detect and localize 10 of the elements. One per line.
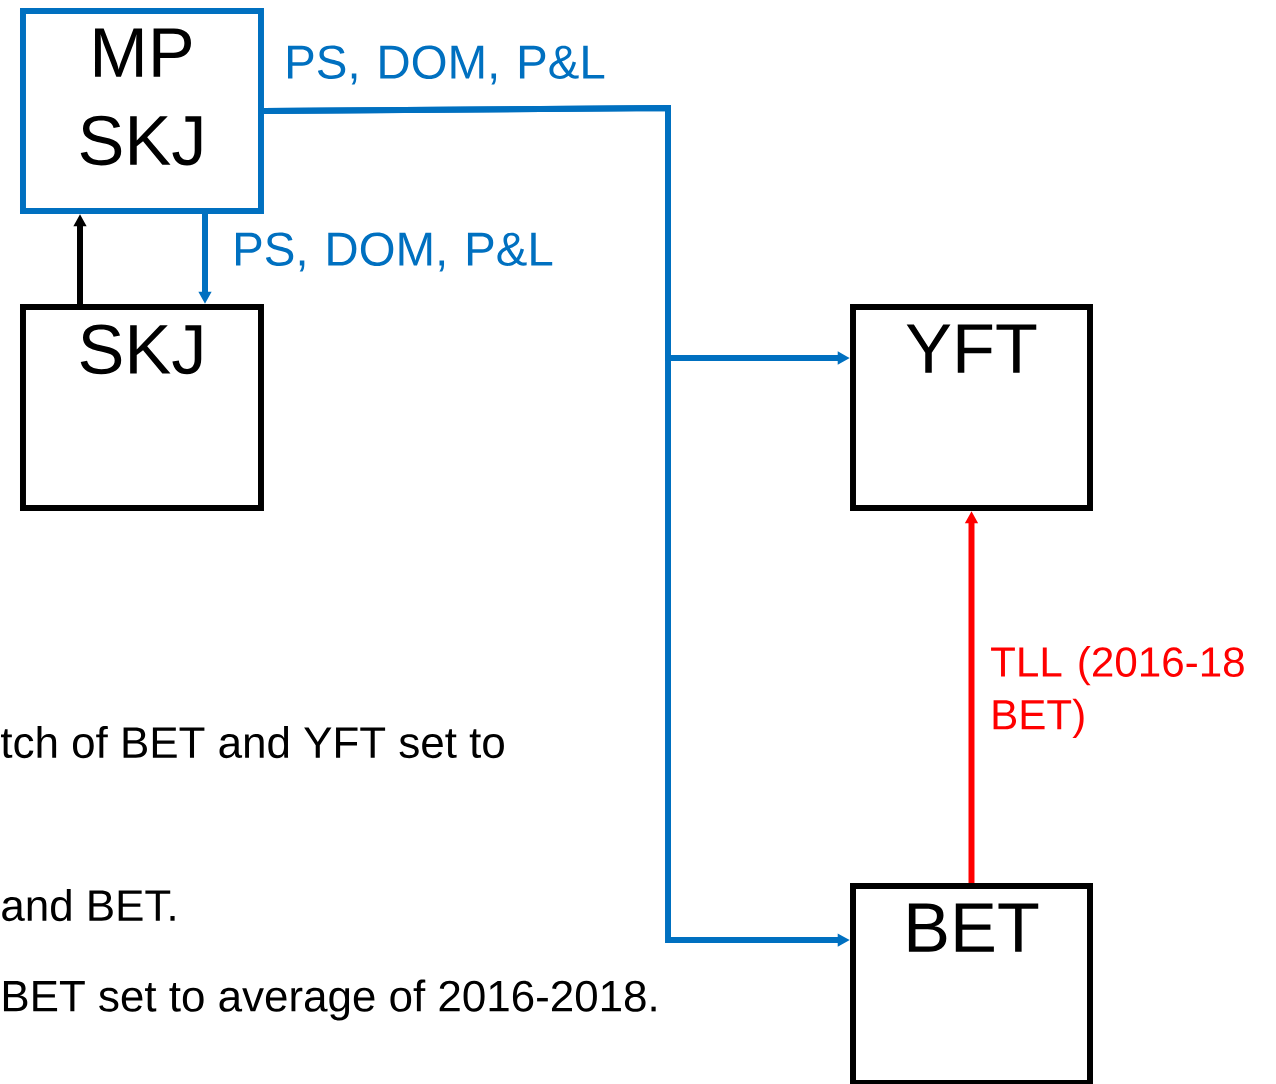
edge-label: PS, DOM, P&L xyxy=(288,45,605,85)
note-text: BET set to average of 2016-2018. xyxy=(3,979,656,1021)
process-box: MP SKJ xyxy=(20,8,264,214)
process-box: BET xyxy=(850,883,1093,1084)
process-box: SKJ xyxy=(20,304,264,511)
process-box: YFT xyxy=(850,304,1093,511)
edge-label: TLL (2016-18 BET) xyxy=(991,646,1244,738)
note-text: tch of BET and YFT set to xyxy=(1,725,504,759)
edge-label: PS, DOM, P&L xyxy=(236,232,553,272)
note-text: and BET. xyxy=(2,888,175,922)
